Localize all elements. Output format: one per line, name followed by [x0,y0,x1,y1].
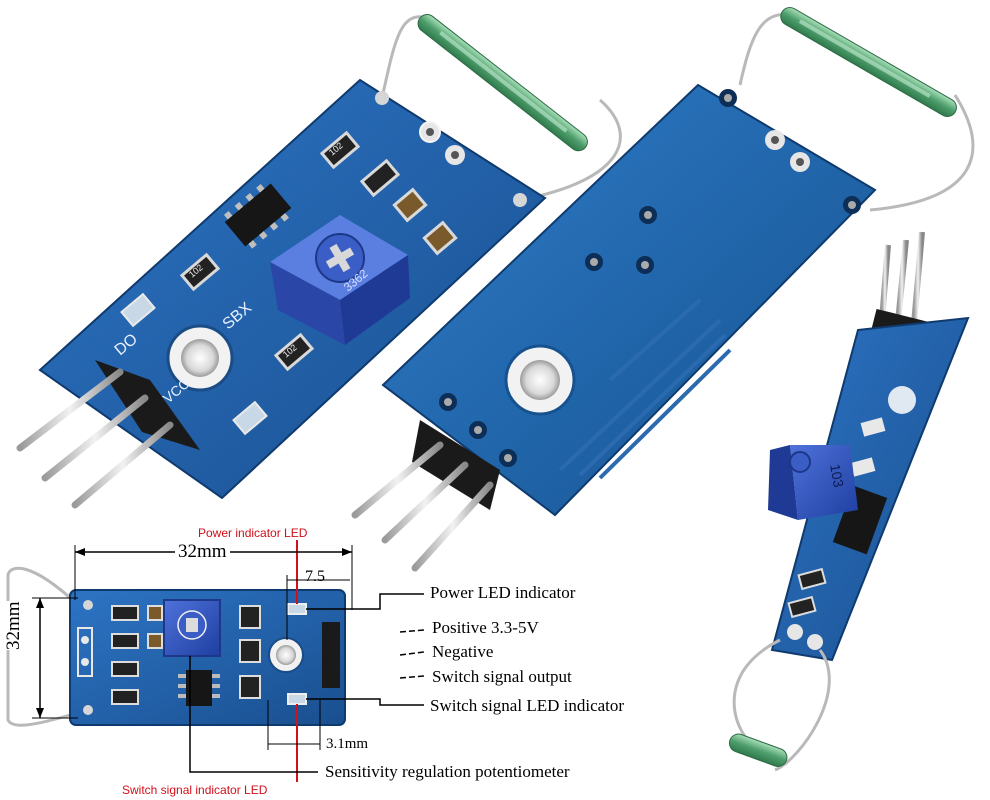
height-dimension: 32mm [3,601,24,650]
header-pins [16,368,174,509]
smd-capacitor-2 [422,220,458,256]
potentiometer [270,215,410,345]
smd-resistor-1 [319,130,361,170]
offset-dimension: 7.5 [305,568,325,585]
callout-switch-output: Switch signal output [432,667,572,686]
callout-switch-led: Switch signal LED indicator [430,696,625,715]
switch-indicator-led-title: Switch signal indicator LED [122,783,268,797]
smd-resistor-4 [273,332,315,372]
callout-potentiometer: Sensitivity regulation potentiometer [325,762,570,781]
callout-positive: Positive 3.3-5V [432,618,539,637]
callout-negative: Negative [432,642,494,661]
board-side-right: 103 [728,231,970,772]
callout-power-led: Power LED indicator [430,583,576,602]
silk-pot-side: 103 [827,463,847,489]
smd-capacitor-1 [392,187,428,223]
power-indicator-led-title: Power indicator LED [198,526,308,540]
width-dimension: 32mm [175,542,230,561]
led-power [120,292,156,328]
led-switch [232,400,268,436]
board-front-top-left: SBX 3362 DO VCC 102 102 102 [16,14,622,509]
potentiometer-side: 103 [768,445,858,520]
smd-resistor-2 [359,158,401,198]
dimension-diagram [6,540,425,782]
smd-resistor-3 [179,252,221,292]
comparator-ic [223,183,292,249]
led-gap-dimension: 3.1mm [326,736,369,752]
reed-switch [417,14,588,152]
board-back-top-right [351,7,975,572]
